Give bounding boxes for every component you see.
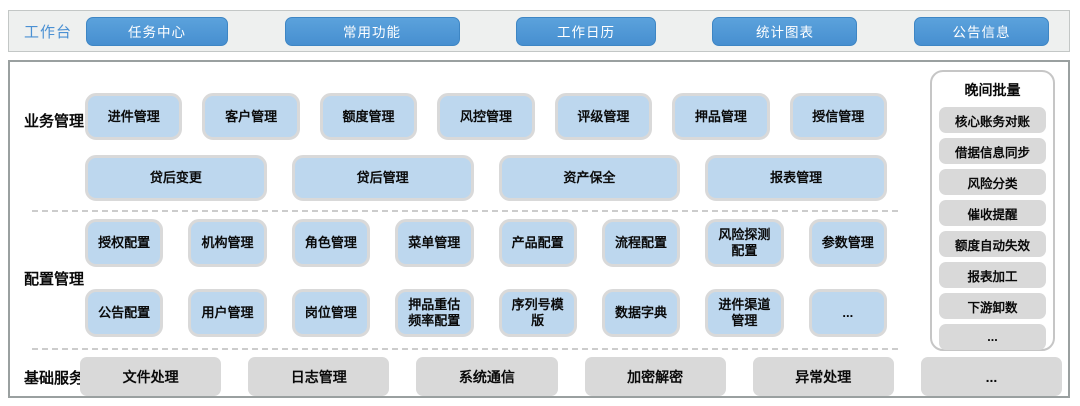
workbench-topbar: 工作台 任务中心 常用功能 工作日历 统计图表 公告信息 [8, 10, 1070, 52]
module-box: 贷后管理 [291, 155, 474, 201]
module-box: 授信管理 [789, 93, 887, 140]
module-box: 数据字典 [601, 289, 681, 337]
module-box: 菜单管理 [395, 219, 474, 267]
service-box: 文件处理 [80, 357, 222, 396]
service-box: 日志管理 [248, 357, 390, 396]
module-box: 参数管理 [808, 219, 887, 267]
service-box: 异常处理 [752, 357, 894, 396]
module-box: 押品管理 [672, 93, 770, 140]
module-box: 报表管理 [705, 155, 887, 201]
section-divider [32, 210, 898, 212]
topbar-button: 常用功能 [284, 16, 460, 46]
business-modules-row-2: 贷后变更贷后管理资产保全报表管理 [85, 155, 887, 201]
module-box: 岗位管理 [291, 289, 371, 337]
section-label-business: 业务管理 [24, 113, 85, 130]
module-box: 用户管理 [188, 289, 267, 337]
topbar-button: 任务中心 [86, 16, 229, 46]
section-label-config: 配置管理 [24, 271, 85, 288]
config-modules-row-2: 公告配置用户管理岗位管理押品重估频率配置序列号模版数据字典进件渠道管理... [85, 289, 887, 337]
topbar-button: 统计图表 [712, 16, 858, 46]
workbench-title: 工作台 [24, 23, 73, 41]
batch-job-item: 催收提醒 [939, 200, 1046, 226]
topbar-button: 公告信息 [913, 16, 1049, 46]
module-box: 流程配置 [601, 219, 681, 267]
batch-job-item: 下游卸数 [939, 293, 1046, 319]
module-box: 序列号模版 [498, 289, 577, 337]
night-batch-title: 晚间批量 [964, 82, 1021, 98]
batch-job-item: ... [939, 324, 1046, 350]
module-box: 公告配置 [85, 289, 164, 337]
service-box: ... [920, 357, 1063, 396]
module-box: 授权配置 [85, 219, 164, 267]
business-modules-row-1: 进件管理客户管理额度管理风控管理评级管理押品管理授信管理 [85, 93, 887, 140]
module-box: 贷后变更 [85, 155, 267, 201]
batch-job-item: 核心账务对账 [939, 107, 1046, 133]
module-box: 押品重估频率配置 [395, 289, 474, 337]
basic-services-row: 文件处理日志管理系统通信加密解密异常处理... [80, 357, 1063, 396]
module-box: 产品配置 [498, 219, 577, 267]
module-box: 进件渠道管理 [705, 289, 784, 337]
section-label-basic: 基础服务 [24, 370, 85, 387]
module-box: 角色管理 [291, 219, 371, 267]
module-box: ... [808, 289, 887, 337]
batch-job-item: 借据信息同步 [939, 138, 1046, 164]
module-box: 风控管理 [437, 93, 535, 140]
night-batch-panel: 晚间批量 核心账务对账借据信息同步风险分类催收提醒额度自动失效报表加工下游卸数.… [930, 70, 1055, 351]
module-box: 客户管理 [202, 93, 300, 140]
section-divider [32, 348, 898, 350]
module-box: 机构管理 [188, 219, 267, 267]
night-batch-list: 核心账务对账借据信息同步风险分类催收提醒额度自动失效报表加工下游卸数... [939, 107, 1046, 350]
config-modules-row-1: 授权配置机构管理角色管理菜单管理产品配置流程配置风险探测配置参数管理 [85, 219, 887, 267]
module-box: 资产保全 [498, 155, 681, 201]
service-box: 加密解密 [584, 357, 726, 396]
topbar-button: 工作日历 [515, 16, 656, 46]
batch-job-item: 风险分类 [939, 169, 1046, 195]
module-box: 风险探测配置 [705, 219, 784, 267]
main-panel: 业务管理 进件管理客户管理额度管理风控管理评级管理押品管理授信管理 贷后变更贷后… [8, 60, 1070, 398]
module-box: 额度管理 [319, 93, 418, 140]
batch-job-item: 报表加工 [939, 262, 1046, 288]
batch-job-item: 额度自动失效 [939, 231, 1046, 257]
module-box: 评级管理 [554, 93, 653, 140]
topbar-button-group: 任务中心 常用功能 工作日历 统计图表 公告信息 [86, 16, 1049, 46]
module-box: 进件管理 [85, 93, 183, 140]
service-box: 系统通信 [416, 357, 558, 396]
